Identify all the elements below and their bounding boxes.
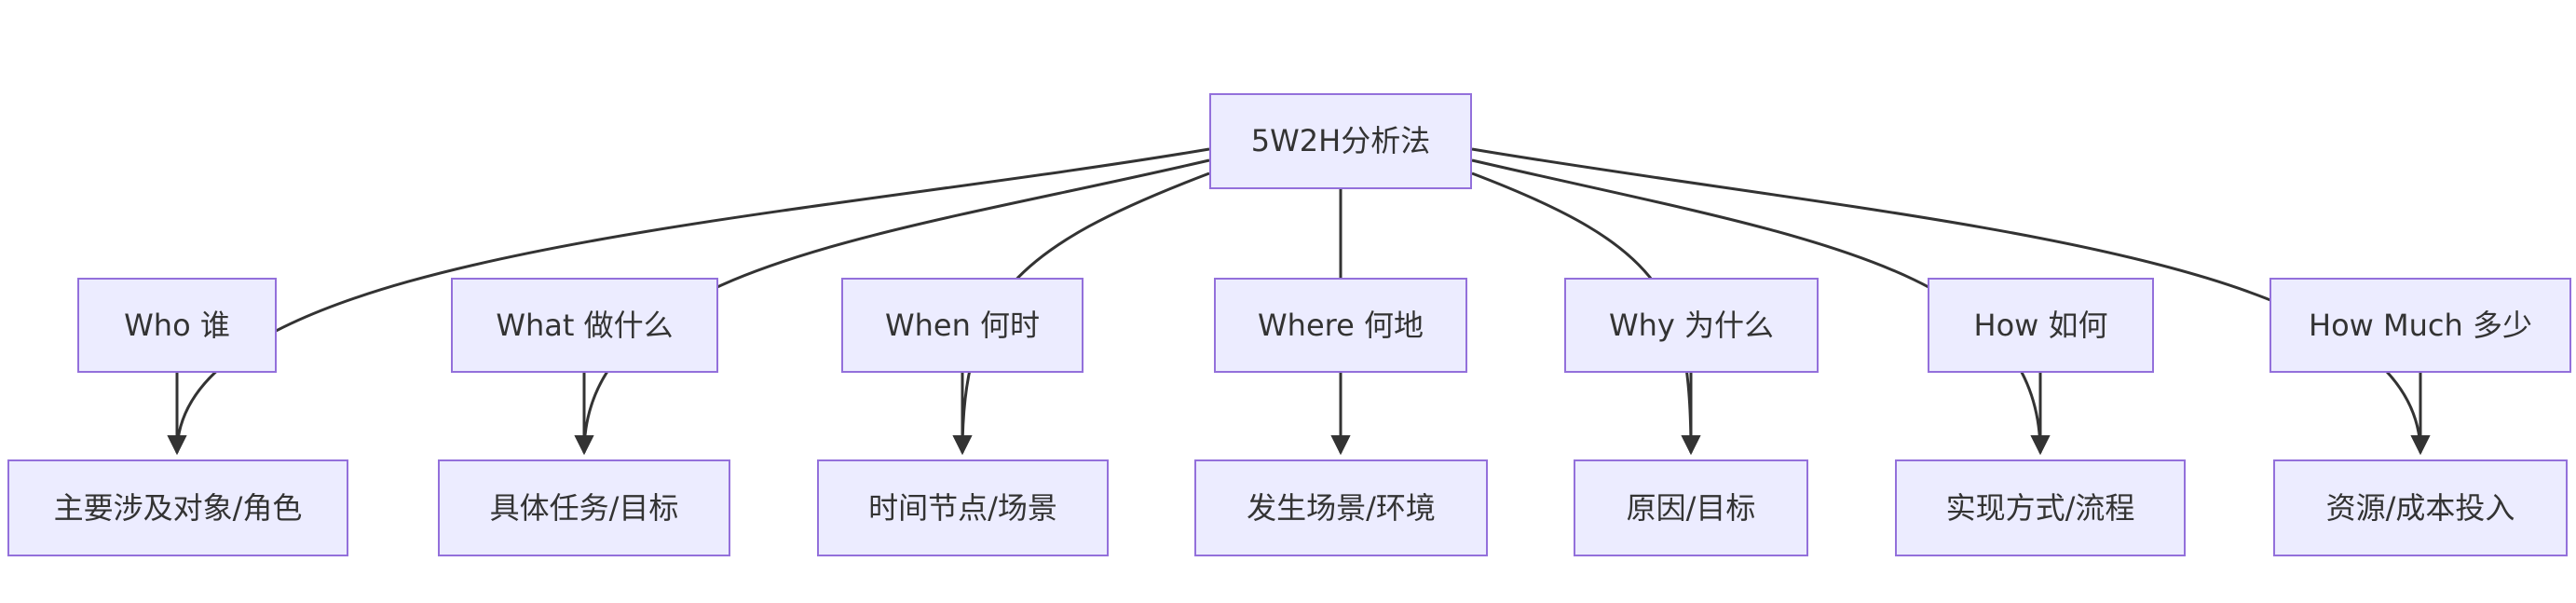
node-question-what: What 做什么 — [451, 278, 718, 373]
node-label: When 何时 — [884, 307, 1041, 343]
node-label: How 如何 — [1973, 307, 2108, 343]
node-answer-how: 实现方式/流程 — [1895, 459, 2186, 556]
node-question-who: Who 谁 — [77, 278, 277, 373]
node-answer-what: 具体任务/目标 — [438, 459, 730, 556]
node-answer-who: 主要涉及对象/角色 — [7, 459, 348, 556]
node-label: Who 谁 — [124, 307, 230, 343]
node-label: What 做什么 — [496, 307, 674, 343]
node-label: How Much 多少 — [2309, 307, 2532, 343]
node-question-how: How 如何 — [1928, 278, 2154, 373]
edge-root-to-who — [167, 147, 1210, 456]
edge-root-to-what — [574, 158, 1210, 456]
node-label: 具体任务/目标 — [489, 489, 679, 526]
node-question-where: Where 何地 — [1214, 278, 1467, 373]
node-label: 主要涉及对象/角色 — [53, 489, 303, 526]
node-root-label: 5W2H分析法 — [1250, 123, 1431, 159]
node-question-when: When 何时 — [841, 278, 1084, 373]
edge-root-to-howmuch — [1471, 147, 2431, 456]
node-label: Where 何地 — [1258, 307, 1424, 343]
node-answer-why: 原因/目标 — [1574, 459, 1808, 556]
node-label: 发生场景/环境 — [1247, 489, 1436, 526]
node-label: 时间节点/场景 — [868, 489, 1057, 526]
node-question-why: Why 为什么 — [1564, 278, 1819, 373]
node-label: Why 为什么 — [1608, 307, 1775, 343]
node-answer-where: 发生场景/环境 — [1194, 459, 1488, 556]
node-answer-when: 时间节点/场景 — [817, 459, 1109, 556]
edge-root-to-how — [1471, 158, 2051, 456]
node-label: 实现方式/流程 — [1945, 489, 2135, 526]
node-answer-howmuch: 资源/成本投入 — [2273, 459, 2568, 556]
node-label: 原因/目标 — [1626, 489, 1756, 526]
node-question-howmuch: How Much 多少 — [2269, 278, 2571, 373]
node-root: 5W2H分析法 — [1209, 93, 1472, 189]
node-label: 资源/成本投入 — [2325, 489, 2515, 526]
